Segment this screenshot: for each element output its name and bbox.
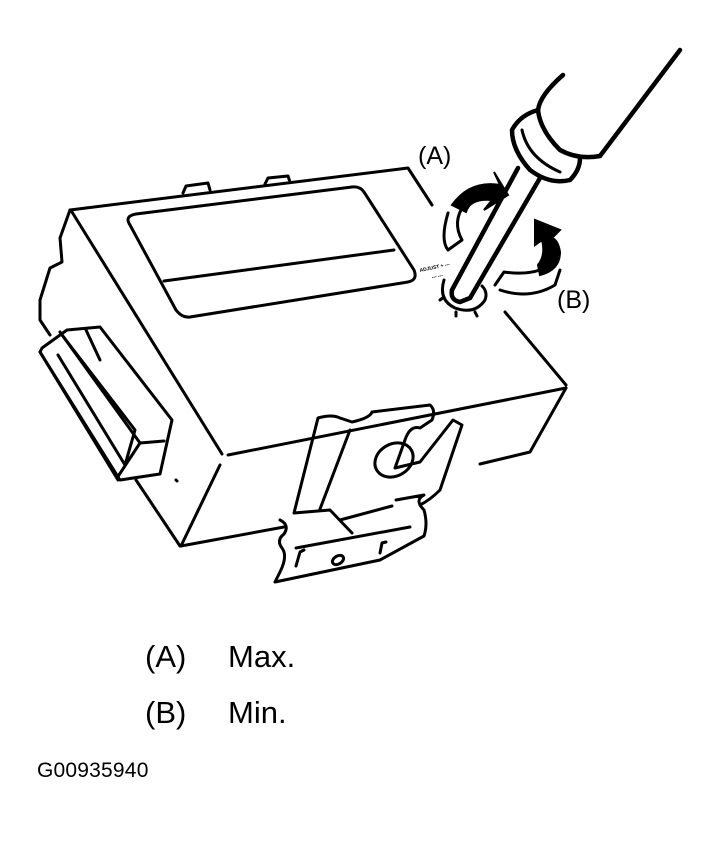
legend-key: (B) bbox=[145, 695, 187, 730]
rotation-arrow-min bbox=[493, 218, 562, 296]
mounting-bracket bbox=[273, 403, 464, 584]
legend-value: Min. bbox=[228, 695, 287, 730]
legend-value: Max. bbox=[228, 639, 296, 674]
module-body bbox=[38, 166, 568, 548]
module-adjustment-illustration: ADJUST + --- --- --- bbox=[38, 47, 683, 584]
connector bbox=[38, 325, 174, 482]
callout-a-label: (A) bbox=[418, 142, 452, 170]
svg-text:ADJUST + ---: ADJUST + --- bbox=[419, 262, 451, 274]
screwdriver bbox=[449, 47, 683, 305]
legend-key: (A) bbox=[145, 639, 187, 674]
rotation-arrow-max bbox=[442, 171, 510, 252]
legend-item-min: (B) Min. bbox=[145, 697, 287, 728]
legend-item-max: (A) Max. bbox=[145, 641, 295, 672]
svg-text:--- ---: --- --- bbox=[431, 273, 444, 281]
callout-b-label: (B) bbox=[557, 286, 591, 314]
figure-id: G00935940 bbox=[37, 759, 149, 782]
